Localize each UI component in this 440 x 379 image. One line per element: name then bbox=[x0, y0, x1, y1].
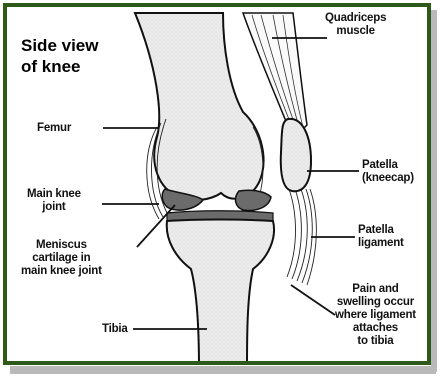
label-pain-line-5: to tibia bbox=[335, 335, 416, 348]
label-main-knee-joint-line-2: joint bbox=[27, 201, 81, 214]
label-meniscus-line-1: Meniscus bbox=[21, 239, 102, 252]
label-meniscus-line-2: cartilage in bbox=[21, 252, 102, 265]
label-pain-line-1: Pain and bbox=[335, 283, 416, 296]
leader-pain bbox=[291, 285, 335, 315]
frame-shadow-right bbox=[431, 10, 437, 372]
label-pain-line-3: where ligament bbox=[335, 309, 416, 322]
label-patella-ligament-line-2: ligament bbox=[358, 237, 404, 250]
diagram-panel: Side view of knee Quadriceps muscle Femu… bbox=[3, 3, 431, 365]
label-pain-swelling: Pain and swelling occur where ligament a… bbox=[335, 283, 416, 348]
femur-bone bbox=[135, 13, 264, 200]
label-main-knee-joint-line-1: Main knee bbox=[27, 188, 81, 201]
quadriceps-muscle bbox=[243, 13, 307, 132]
title-line-2: of knee bbox=[21, 56, 98, 77]
label-quadriceps-line-2: muscle bbox=[325, 25, 386, 38]
label-patella-ligament: Patella ligament bbox=[358, 224, 404, 250]
label-meniscus: Meniscus cartilage in main knee joint bbox=[21, 239, 102, 278]
patella-bone bbox=[281, 119, 311, 191]
label-patella: Patella (kneecap) bbox=[362, 159, 414, 185]
label-patella-line-1: Patella bbox=[362, 159, 414, 172]
label-main-knee-joint: Main knee joint bbox=[27, 188, 81, 214]
label-pain-line-4: attaches bbox=[335, 322, 416, 335]
title-line-1: Side view bbox=[21, 35, 98, 56]
label-pain-line-2: swelling occur bbox=[335, 296, 416, 309]
tibia-bone bbox=[167, 220, 274, 366]
label-tibia: Tibia bbox=[102, 323, 128, 336]
label-patella-ligament-line-1: Patella bbox=[358, 224, 404, 237]
label-meniscus-line-3: main knee joint bbox=[21, 265, 102, 278]
label-quadriceps: Quadriceps muscle bbox=[325, 12, 386, 38]
frame-shadow-bottom bbox=[10, 366, 436, 374]
label-femur: Femur bbox=[37, 122, 71, 135]
meniscus-anterior bbox=[236, 190, 271, 210]
label-patella-line-2: (kneecap) bbox=[362, 172, 414, 185]
label-quadriceps-line-1: Quadriceps bbox=[325, 12, 386, 25]
diagram-title: Side view of knee bbox=[21, 35, 98, 77]
